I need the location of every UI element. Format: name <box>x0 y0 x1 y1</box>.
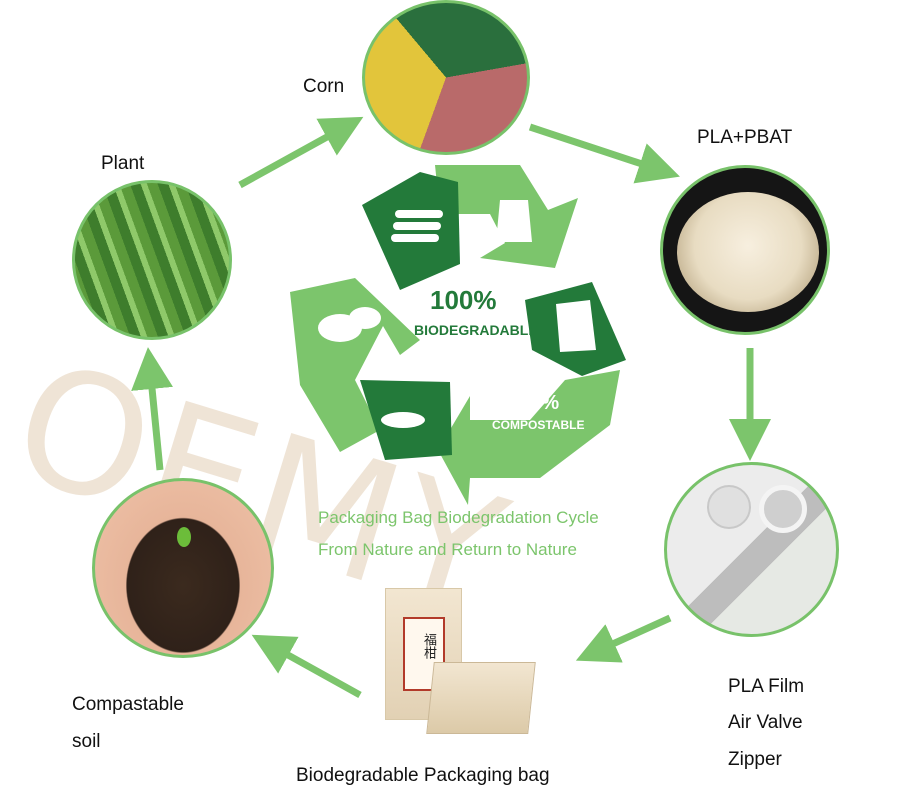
corn-icon <box>362 0 530 155</box>
plant-icon <box>72 180 232 340</box>
label-pla-film: PLA Film <box>728 676 805 697</box>
badge-compostable-word: COMPOSTABLE <box>492 418 585 432</box>
arrow-soil-to-plant <box>131 347 173 471</box>
badge-compostable-pct: 100% <box>508 392 560 414</box>
bag-label: 福柑 <box>421 633 436 659</box>
label-plant: Plant <box>101 153 145 174</box>
badge-biodegradable-pct: 100% <box>430 285 497 315</box>
label-corn: Corn <box>303 76 345 97</box>
badge-biodegradable-word: BIODEGRADABLE <box>414 322 538 338</box>
arrow-corn-to-pla <box>528 123 680 184</box>
label-bag: Biodegradable Packaging bag <box>296 765 550 786</box>
arrow-bag-to-soil <box>251 634 362 699</box>
caption-line-1: Packaging Bag Biodegradation Cycle <box>318 508 599 527</box>
film-roll-icon <box>664 462 839 637</box>
label-soil-line-2: soil <box>72 731 101 752</box>
label-pla-pbat: PLA+PBAT <box>697 127 793 148</box>
caption-line-2: From Nature and Return to Nature <box>318 540 577 559</box>
arrow-film-to-bag <box>575 614 672 663</box>
arrow-plant-to-corn <box>238 116 364 189</box>
soil-sprout-icon <box>92 478 274 658</box>
granules-icon <box>660 165 830 335</box>
recycle-icon <box>290 165 626 505</box>
kraft-pouch-icon <box>426 662 536 734</box>
label-soil-line-1: Compastable <box>72 694 184 715</box>
label-zipper: Zipper <box>728 749 782 770</box>
label-air-valve: Air Valve <box>728 712 803 733</box>
